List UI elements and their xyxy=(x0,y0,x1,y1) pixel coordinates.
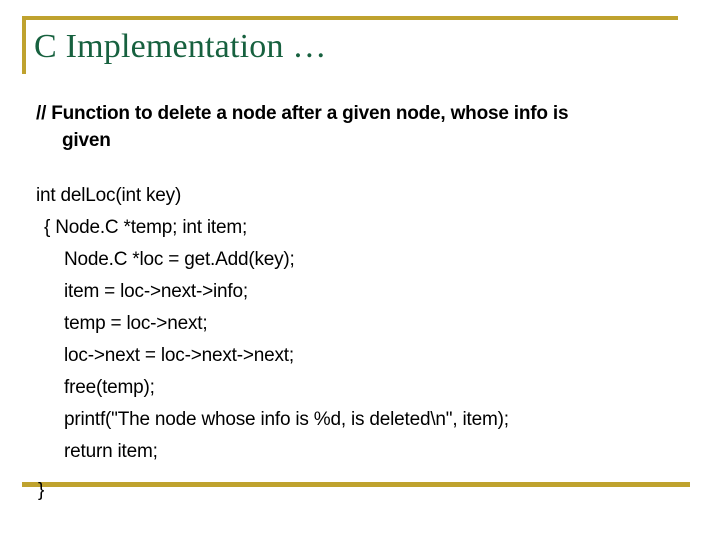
code-line: loc->next = loc->next->next; xyxy=(64,345,294,366)
code-line: temp = loc->next; xyxy=(64,313,208,334)
code-line: printf("The node whose info is %d, is de… xyxy=(64,409,509,430)
code-comment: // Function to delete a node after a giv… xyxy=(36,100,684,154)
code-line: { Node.C *temp; int item; xyxy=(44,217,248,238)
code-closing-brace: } xyxy=(38,480,45,501)
code-block: int delLoc(int key) { Node.C *temp; int … xyxy=(36,180,696,468)
code-comment-line-1: // Function to delete a node after a giv… xyxy=(36,103,569,124)
code-line: item = loc->next->info; xyxy=(64,281,248,302)
bottom-rule xyxy=(22,482,690,487)
title-top-rule xyxy=(22,16,678,20)
slide-body: // Function to delete a node after a giv… xyxy=(36,100,696,468)
slide-title: C Implementation … xyxy=(34,28,327,65)
code-line: return item; xyxy=(64,441,158,462)
code-line: int delLoc(int key) xyxy=(36,185,182,206)
code-line: free(temp); xyxy=(64,377,155,398)
title-left-rule xyxy=(22,16,26,74)
code-line: Node.C *loc = get.Add(key); xyxy=(64,249,295,270)
code-comment-line-2: given xyxy=(62,130,111,151)
